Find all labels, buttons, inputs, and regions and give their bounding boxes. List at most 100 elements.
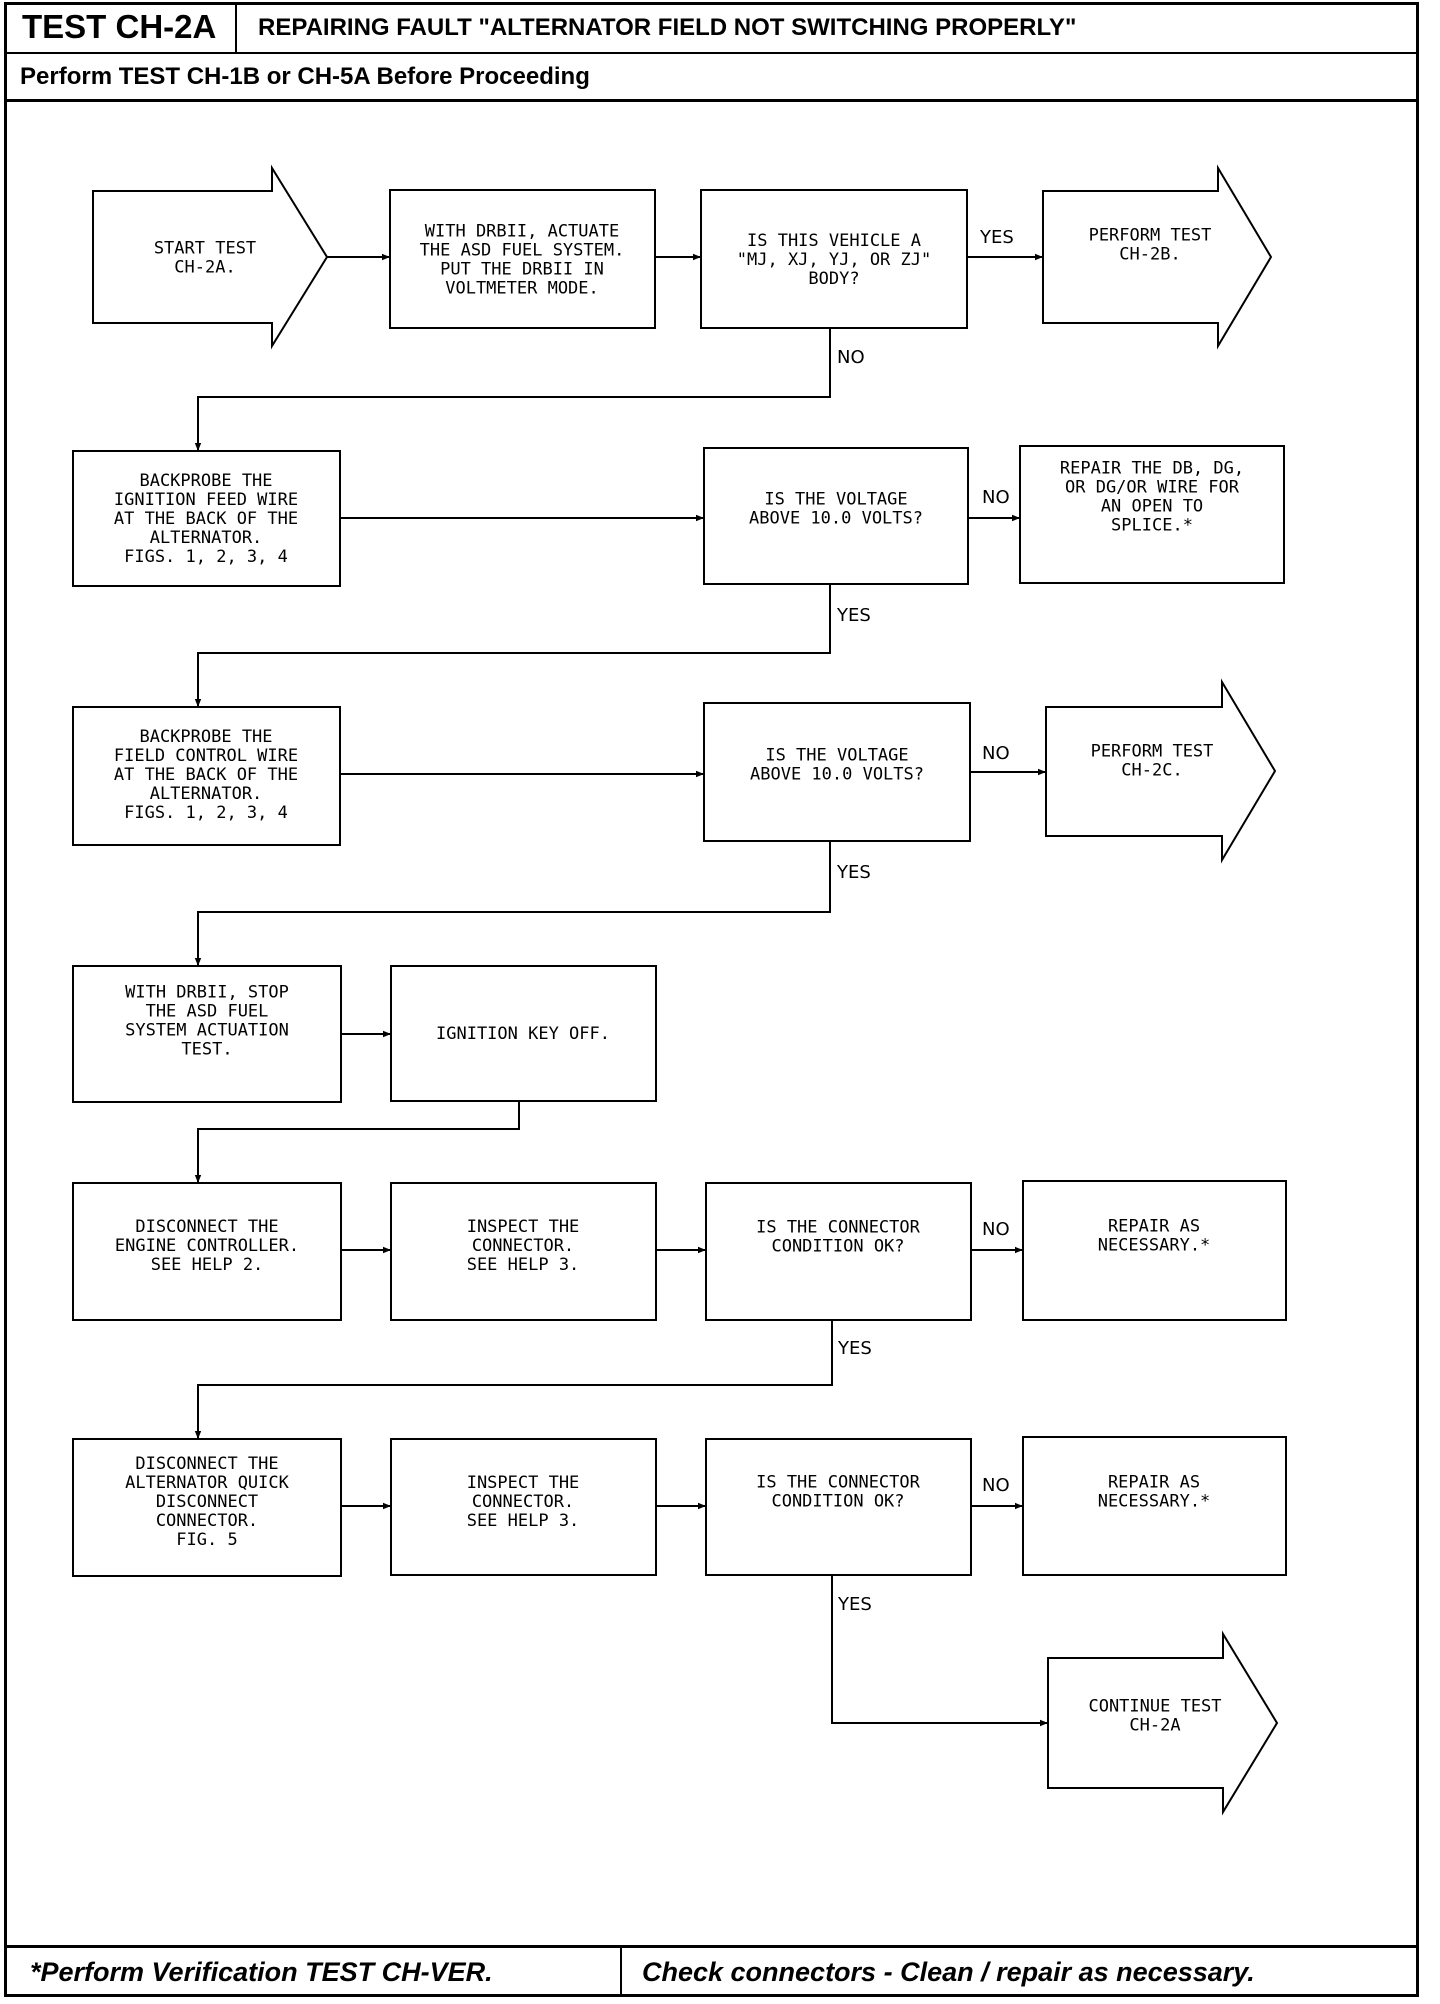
disconnect-ecm-box [72, 1182, 342, 1321]
node-text-line: WITH DRBII, ACTUATE [425, 222, 619, 242]
node-text-line: INSPECT THE [467, 1473, 580, 1493]
key-off-box [390, 965, 657, 1102]
node-text-line: CONNECTOR. [472, 1236, 574, 1256]
voltage-question-1-box [703, 447, 969, 585]
test-2b-arrow-shape [1042, 164, 1273, 350]
node-text-line: NECESSARY.* [1098, 1236, 1211, 1256]
node-text-line: ALTERNATOR QUICK [125, 1473, 290, 1493]
branch-no-label: NO [982, 1475, 1010, 1496]
node-text-line: INSPECT THE [467, 1217, 580, 1237]
start-arrow-shape [92, 164, 329, 350]
connector-no-to-probe-ignition [194, 328, 831, 451]
node-text-line: THE ASD FUEL SYSTEM. [420, 241, 625, 261]
continue-arrow-shape [1047, 1630, 1279, 1816]
prerequisite-row: Perform TEST CH-1B or CH-5A Before Proce… [4, 54, 1419, 102]
node-text-line: ENGINE CONTROLLER. [115, 1236, 299, 1256]
node-text-line: CH-2A. [174, 258, 235, 278]
node-text-line: BACKPROBE THE [139, 727, 272, 747]
node-text-line: AT THE BACK OF THE [114, 509, 298, 529]
branch-yes-label: YES [836, 862, 871, 883]
branch-no-label: NO [982, 1219, 1010, 1240]
test-2c-arrow-shape [1045, 678, 1277, 864]
node-text-line: IS THE VOLTAGE [764, 490, 907, 510]
node-text-line: CONNECTOR. [472, 1492, 574, 1512]
connector-yes-to-continue [831, 1575, 1048, 1727]
connector-yes-to-disconnect-alt [194, 1320, 833, 1439]
node-text-line: BACKPROBE THE [139, 471, 272, 491]
node-text-line: AN OPEN TO [1101, 497, 1203, 517]
inspect-1-box [390, 1182, 657, 1321]
node-text-line: BODY? [808, 269, 859, 289]
node-text-line: SEE HELP 2. [151, 1255, 264, 1275]
node-text-line: CONDITION OK? [771, 1237, 904, 1257]
node-text-line: FIELD CONTROL WIRE [114, 746, 298, 766]
node-text-line: ALTERNATOR. [150, 784, 263, 804]
node-text-line: DISCONNECT THE [135, 1217, 278, 1237]
node-text-line: CONNECTOR. [156, 1511, 258, 1531]
branch-yes-label: YES [837, 1594, 872, 1615]
footer-connector-note: Check connectors - Clean / repair as nec… [642, 1957, 1255, 1987]
actuate-box [389, 189, 656, 329]
branch-no-label: NO [837, 347, 865, 368]
branch-yes-label: YES [836, 605, 871, 626]
node-text-line: CONTINUE TEST [1088, 1697, 1221, 1717]
probe-field-box [72, 706, 341, 846]
node-text-line: OR DG/OR WIRE FOR [1065, 478, 1240, 498]
node-text-line: "MJ, XJ, YJ, OR ZJ" [737, 250, 931, 270]
node-text-line: CH-2C. [1121, 761, 1182, 781]
node-text-line: FIGS. 1, 2, 3, 4 [124, 803, 288, 823]
node-text-line: WITH DRBII, STOP [125, 983, 289, 1003]
node-text-line: SEE HELP 3. [467, 1511, 580, 1531]
node-text-line: PUT THE DRBII IN [440, 260, 604, 280]
vehicle-question-box [700, 189, 968, 329]
prerequisite-note: Perform TEST CH-1B or CH-5A Before Proce… [20, 63, 590, 90]
node-text-line: NECESSARY.* [1098, 1492, 1211, 1512]
repair-2-box [1022, 1436, 1287, 1576]
node-text-line: FIG. 5 [176, 1530, 237, 1550]
node-text-line: PERFORM TEST [1089, 226, 1212, 246]
node-text-line: REPAIR AS [1108, 1217, 1200, 1237]
disconnect-alternator-box [72, 1438, 342, 1577]
vehicle-question-text: IS THIS VEHICLE A"MJ, XJ, YJ, OR ZJ"BODY… [737, 231, 931, 289]
branch-no-label: NO [982, 743, 1010, 764]
node-text-line: SEE HELP 3. [467, 1255, 580, 1275]
node-text-line: VOLTMETER MODE. [445, 279, 599, 299]
node-text-line: SYSTEM ACTUATION [125, 1021, 289, 1041]
repair-wire-box [1019, 445, 1285, 584]
page-frame [4, 2, 1419, 1997]
node-text-line: REPAIR AS [1108, 1473, 1200, 1493]
voltage-question-2-box [703, 702, 971, 842]
footer-row: *Perform Verification TEST CH-VER. Check… [4, 1945, 1419, 1997]
node-text-line: CONDITION OK? [771, 1492, 904, 1512]
branch-yes-label: YES [837, 1338, 872, 1359]
connector-yes-to-stop-asd [194, 841, 831, 966]
node-text-line: IGNITION FEED WIRE [114, 490, 298, 510]
node-text-line: CH-2A [1129, 1716, 1180, 1736]
branch-yes-label: YES [979, 227, 1014, 248]
connector-key-off-to-disconnect [194, 1101, 520, 1183]
connector-question-1-box [705, 1182, 972, 1321]
node-text-line: IS THE CONNECTOR [756, 1218, 921, 1238]
node-text-line: AT THE BACK OF THE [114, 765, 298, 785]
node-text-line: PERFORM TEST [1091, 742, 1214, 762]
node-text-line: DISCONNECT [156, 1492, 258, 1512]
node-text-line: IS THIS VEHICLE A [747, 231, 921, 251]
node-text-line: IS THE VOLTAGE [765, 746, 908, 766]
